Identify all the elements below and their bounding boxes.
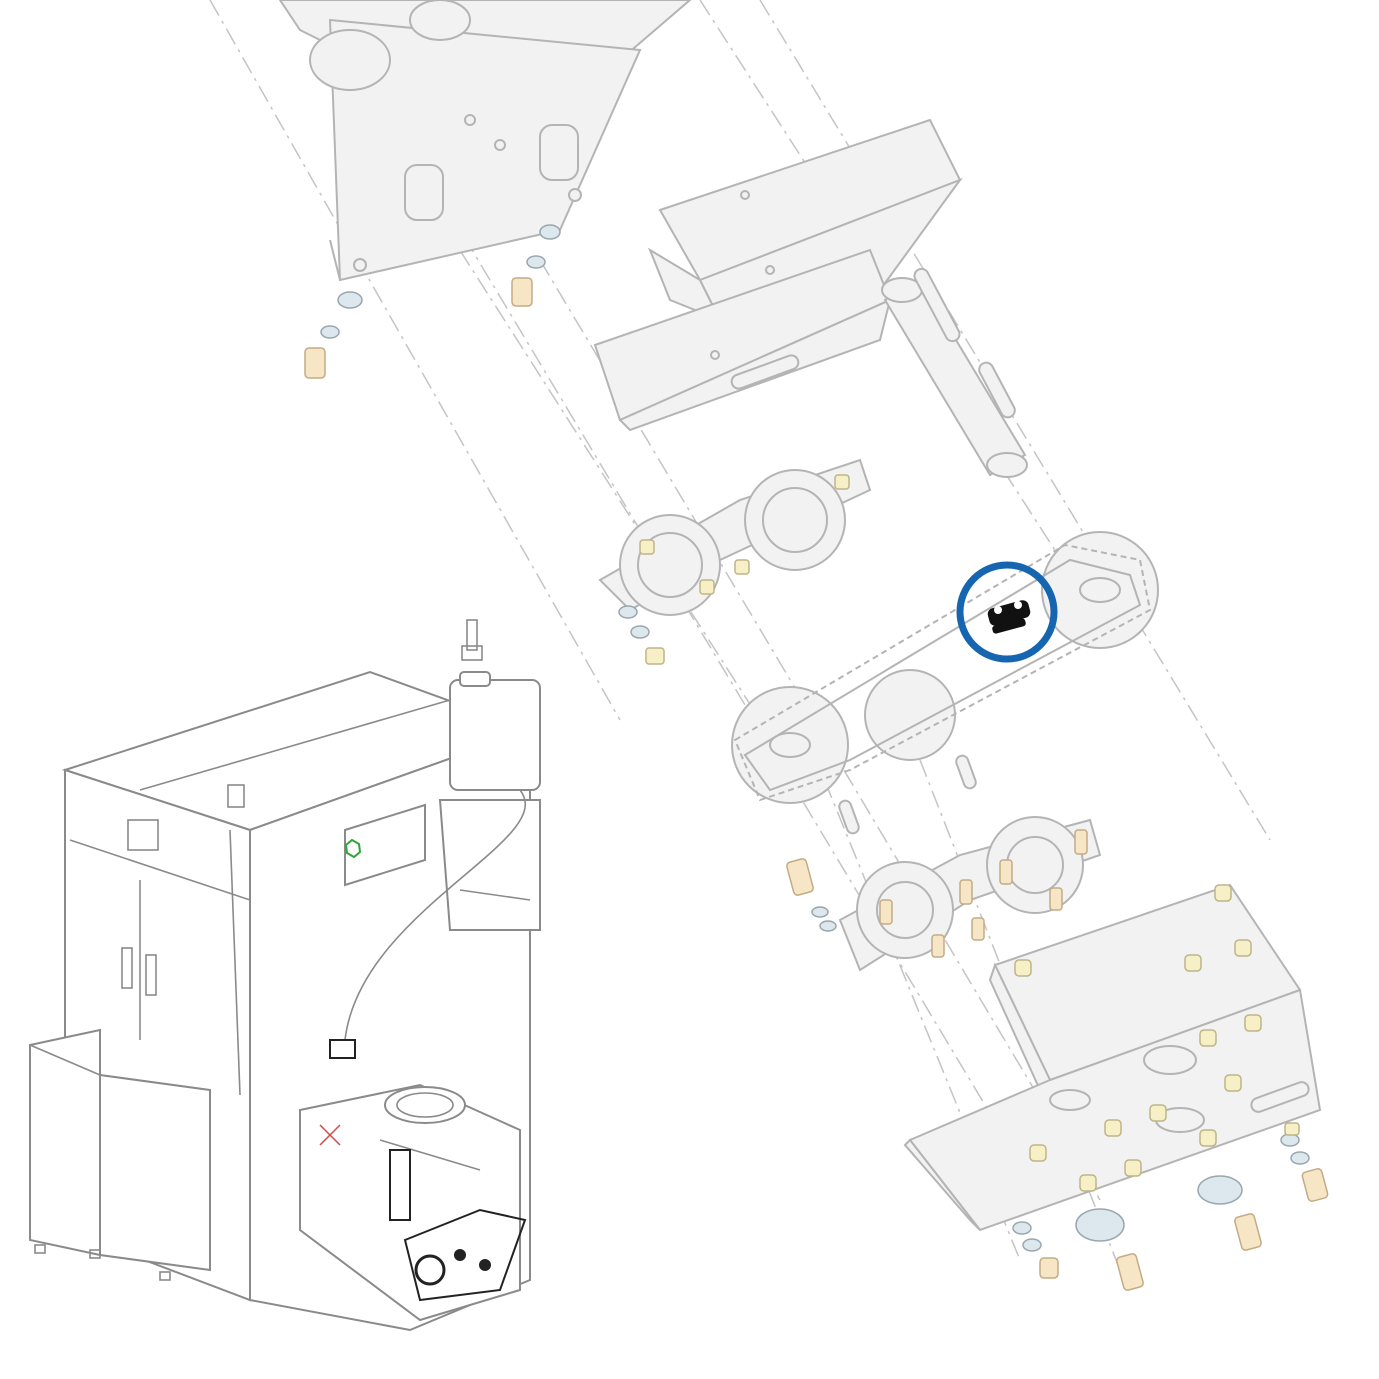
panel-marker [344,838,362,859]
top-plate-hardware [304,224,561,379]
feeder-cross-marker [319,1124,341,1146]
upper-bearings [598,458,872,665]
lower-plate-hardware [1012,1122,1329,1291]
highlight-marker [956,561,1058,663]
channel-bracket [593,118,963,432]
shaft-keys [838,754,977,835]
chain-connecting-link [987,600,1031,634]
chain-and-sprockets [731,531,1159,804]
drive-shaft [881,267,1028,478]
highlight-ring [956,561,1058,663]
lower-bearings [786,816,1102,972]
machine-overview [29,619,541,1332]
top-mounting-plate [278,0,692,282]
lower-mounting-plate [903,883,1322,1232]
